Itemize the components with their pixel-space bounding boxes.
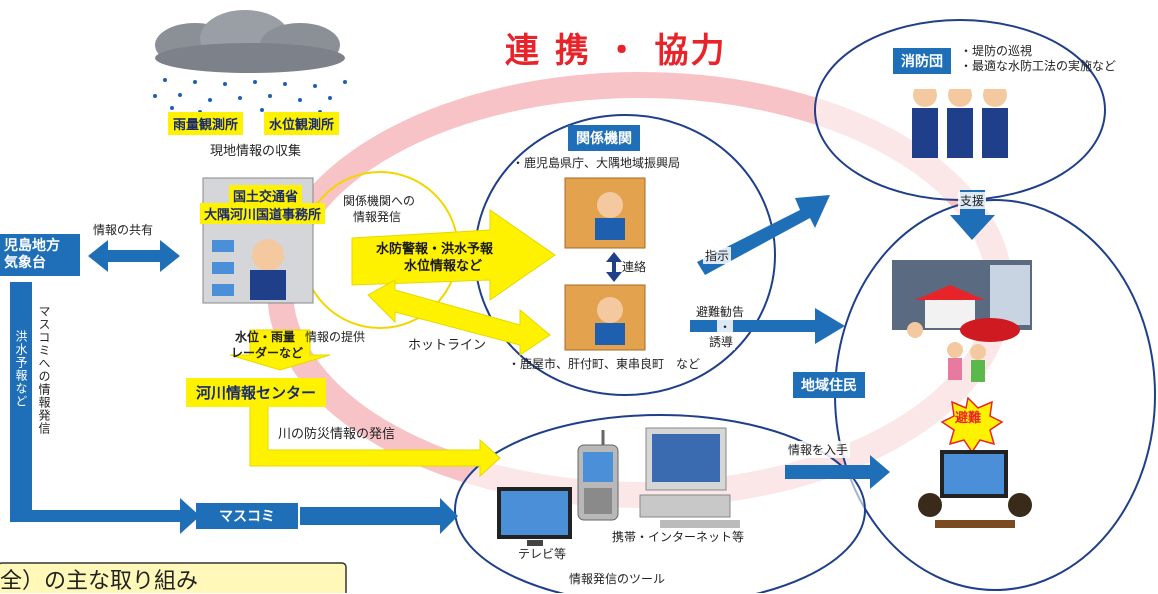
renraku-arrow-icon <box>606 252 622 282</box>
river-center-label: 河川情報センター <box>186 378 327 407</box>
mobile-label: 携帯・インターネット等 <box>612 530 745 544</box>
renraku-label: 連絡 <box>622 260 647 274</box>
flood-town-icon <box>892 260 1032 382</box>
met-office-label: 児島地方 気象台 <box>0 234 80 276</box>
instruction-label: 指示 <box>703 247 732 264</box>
residents-circle <box>834 199 1156 591</box>
family-tv-icon <box>918 450 1032 528</box>
flood-warn-arrow <box>351 209 556 301</box>
flood-vertical: 洪水予報など <box>14 330 28 408</box>
fire-line2: ・最適な水防工法の実施など <box>960 59 1117 73</box>
agencies-pref: ・鹿児島県庁、大隅地域振興局 <box>512 156 681 170</box>
computer-icon <box>639 427 740 528</box>
to-agencies-line1: 関係機関への <box>343 194 416 208</box>
rain-cloud-icon <box>153 10 347 114</box>
firefighters-icon <box>912 83 1008 158</box>
agency-town-icon <box>564 284 646 351</box>
office-label-line2: 大隅河川国道事務所 <box>200 203 326 224</box>
mass-info-vertical: マスコミへの情報発信 <box>37 305 51 435</box>
hotline-label: ホットライン <box>408 338 487 353</box>
tv-icon <box>497 487 572 546</box>
yellow-arrows <box>229 209 556 478</box>
fire-line1: ・堤防の巡視 <box>960 44 1033 58</box>
flood-warn-line2: 水位情報など <box>404 259 483 274</box>
collect-label: 現地情報の収集 <box>210 144 302 159</box>
fire-brigade-title: 消防団 <box>893 48 951 74</box>
tv-label: テレビ等 <box>518 547 567 561</box>
info-share-label: 情報の共有 <box>93 223 154 237</box>
agencies-title: 関係機関 <box>568 125 640 151</box>
share-arrow <box>88 240 180 272</box>
provide-line1: 水位・雨量 <box>235 330 296 344</box>
met-line1: 児島地方 <box>4 238 60 254</box>
evacuate-label: 避難 <box>955 411 982 426</box>
to-agencies-line2: 情報発信 <box>353 210 402 224</box>
evac-line1: 避難勧告 <box>694 303 747 320</box>
evac-line3: 誘導 <box>707 333 736 350</box>
cooperation-title: 連 携 ・ 協力 <box>505 31 727 71</box>
bottom-banner-box <box>0 562 347 593</box>
support-label: 支援 <box>958 192 987 209</box>
met-line2: 気象台 <box>4 254 46 271</box>
masscomi-label: マスコミ <box>196 503 298 529</box>
evac-line2: ・ <box>717 318 734 335</box>
info-get-label: 情報を入手 <box>786 441 851 458</box>
provide-line2: レーダーなど <box>231 346 304 360</box>
evac-arrow <box>690 308 845 344</box>
agency-pref-icon <box>564 177 646 249</box>
water-observatory-label: 水位観測所 <box>264 112 340 135</box>
to-masscomi-arrow <box>10 498 200 534</box>
mobile-phone-icon <box>577 430 619 521</box>
rain-observatory-label: 雨量観測所 <box>168 112 244 135</box>
agencies-towns: ・鹿屋市、肝付町、東串良町 など <box>508 357 701 371</box>
flood-warn-line1: 水防警報・洪水予報 <box>376 242 494 257</box>
hotline-arrow <box>367 279 551 356</box>
info-get-arrow <box>785 455 890 489</box>
tools-title: 情報発信のツール <box>569 572 666 586</box>
provide-label: 情報の提供 <box>305 330 366 344</box>
river-disaster-label: 川の防災情報の発信 <box>278 427 396 442</box>
office-label-line1: 国土交通省 <box>229 185 303 206</box>
residents-title: 地域住民 <box>793 372 865 398</box>
met-vertical-bar <box>10 282 32 522</box>
masscomi-out-arrow <box>300 498 458 534</box>
bottom-banner-text: 全）の主な取り組み <box>0 569 199 594</box>
provide-arrow <box>229 329 331 371</box>
river-disaster-arrow <box>249 404 501 478</box>
